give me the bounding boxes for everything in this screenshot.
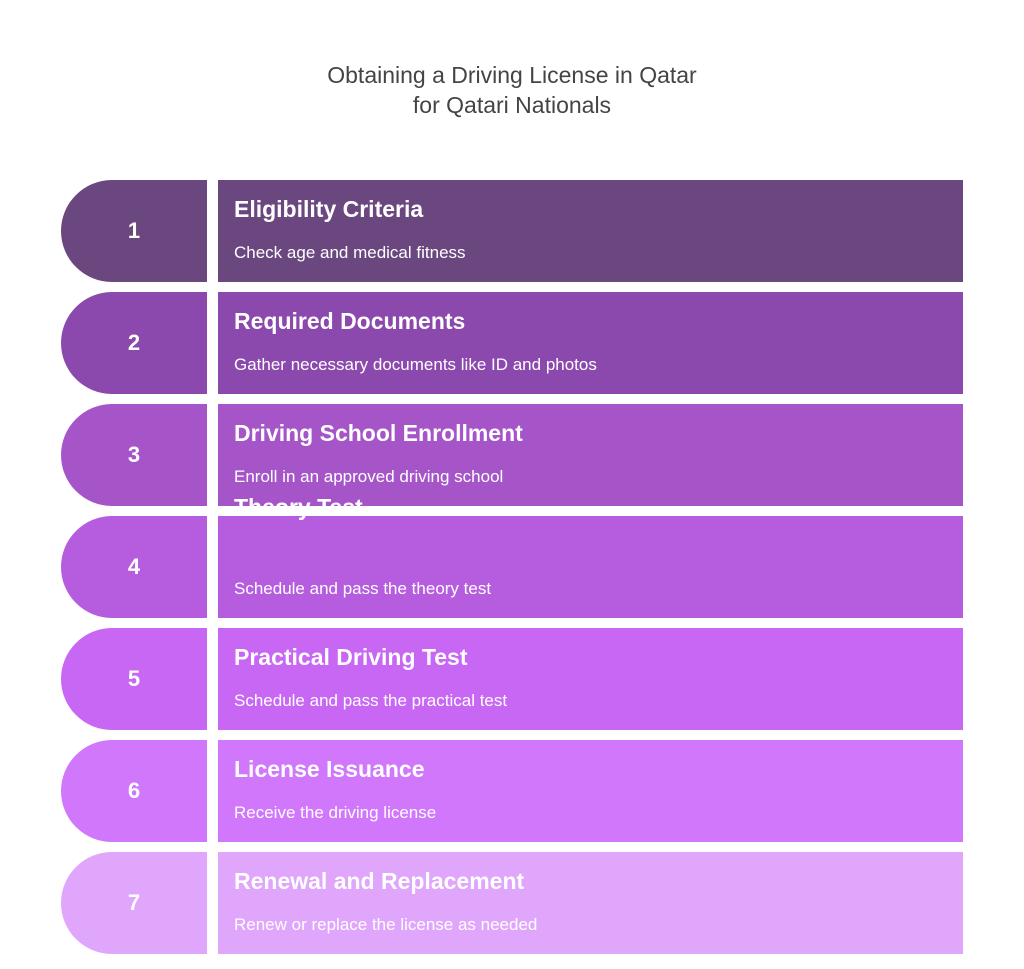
step-2: 2 Required Documents Gather necessary do…	[61, 292, 963, 394]
step-description: Enroll in an approved driving school	[234, 467, 504, 486]
step-4: 4 Theory Test Schedule and pass the theo…	[61, 494, 963, 618]
title-line-2: for Qatari Nationals	[412, 92, 612, 118]
step-panel: Eligibility Criteria Check age and medic…	[218, 180, 963, 282]
diagram-title: Obtaining a Driving License in Qatar for…	[0, 60, 1024, 120]
step-description: Receive the driving license	[234, 803, 437, 822]
step-title: Renewal and Replacement	[234, 868, 525, 894]
step-title: Required Documents	[234, 308, 466, 334]
step-number-cap: 2	[61, 292, 207, 394]
step-number: 7	[127, 890, 141, 915]
step-3: 3 Driving School Enrollment Enroll in an…	[61, 404, 963, 506]
step-number-cap: 5	[61, 628, 207, 730]
steps-list: 1 Eligibility Criteria Check age and med…	[61, 180, 963, 964]
step-number: 1	[127, 218, 141, 243]
step-5: 5 Practical Driving Test Schedule and pa…	[61, 628, 963, 730]
step-number-cap: 3	[61, 404, 207, 506]
step-6: 6 License Issuance Receive the driving l…	[61, 740, 963, 842]
step-title: Eligibility Criteria	[234, 196, 424, 222]
step-description: Schedule and pass the practical test	[234, 691, 508, 710]
step-7: 7 Renewal and Replacement Renew or repla…	[61, 852, 963, 954]
step-description: Gather necessary documents like ID and p…	[234, 355, 597, 374]
step-panel: License Issuance Receive the driving lic…	[218, 740, 963, 842]
step-panel: Theory Test Schedule and pass the theory…	[218, 494, 963, 618]
title-line-1: Obtaining a Driving License in Qatar	[327, 62, 697, 88]
step-title: Theory Test	[234, 494, 363, 520]
step-title: License Issuance	[234, 756, 425, 782]
step-panel: Driving School Enrollment Enroll in an a…	[218, 404, 963, 506]
step-title: Driving School Enrollment	[234, 420, 523, 446]
step-number-cap: 7	[61, 852, 207, 954]
step-number-cap: 6	[61, 740, 207, 842]
step-description: Check age and medical fitness	[234, 243, 466, 262]
step-description: Renew or replace the license as needed	[234, 915, 538, 934]
step-title: Practical Driving Test	[234, 644, 468, 670]
step-number: 6	[127, 778, 141, 803]
step-panel: Practical Driving Test Schedule and pass…	[218, 628, 963, 730]
step-1: 1 Eligibility Criteria Check age and med…	[61, 180, 963, 282]
step-number: 4	[127, 554, 141, 579]
step-number: 2	[127, 330, 141, 355]
step-description: Schedule and pass the theory test	[234, 579, 492, 598]
step-number: 5	[127, 666, 141, 691]
step-number-cap: 4	[61, 516, 207, 618]
step-panel: Renewal and Replacement Renew or replace…	[218, 852, 963, 954]
step-panel: Required Documents Gather necessary docu…	[218, 292, 963, 394]
step-number-cap: 1	[61, 180, 207, 282]
step-number: 3	[127, 442, 141, 467]
